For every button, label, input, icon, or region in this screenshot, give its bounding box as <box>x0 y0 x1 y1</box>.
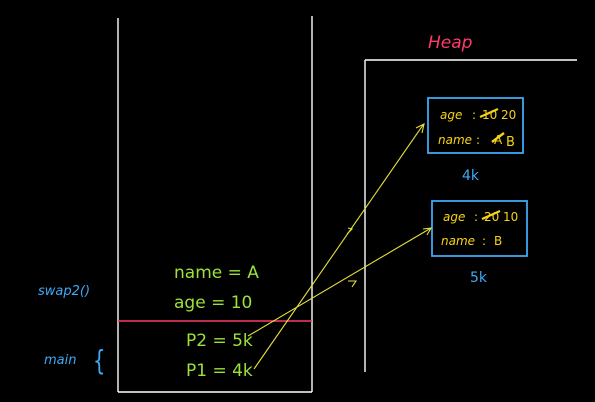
pointer-p2-arrow-head <box>422 227 433 236</box>
pointer-p2-arrow <box>247 227 432 337</box>
field-sep: : <box>476 133 480 147</box>
heap-title: Heap <box>428 33 473 53</box>
field-key: name <box>438 133 472 147</box>
stack-entry: name = A <box>174 263 259 283</box>
stack-entry: P1 = 4k <box>186 361 253 381</box>
pointer-p2-arrow-mid-head <box>348 280 358 288</box>
heap-region: Heap <box>364 33 577 372</box>
stack-region <box>117 16 313 393</box>
strike-mark <box>491 132 505 143</box>
pointer-arrows <box>247 122 433 370</box>
field-sep: : <box>482 234 486 248</box>
field-new-value: 20 <box>501 108 516 122</box>
stack-frame-main: main { P2 = 5k P1 = 4k <box>44 331 253 381</box>
stack-frame-swap2: swap2() name = A age = 10 <box>38 263 259 313</box>
pointer-p1-arrow-mid-head <box>346 227 354 235</box>
field-new-value: B <box>494 234 502 248</box>
strike-mark <box>479 107 499 119</box>
heap-object-box <box>431 200 528 257</box>
heap-object-address: 4k <box>462 168 480 184</box>
stack-entry: P2 = 5k <box>186 331 253 351</box>
field-new-value: B <box>506 135 515 150</box>
heap-object-5k: age : 20 10 name : B 5k <box>431 200 528 286</box>
heap-object-address: 5k <box>470 270 488 286</box>
field-sep: : <box>474 210 478 224</box>
field-old-value: A <box>494 133 503 147</box>
field-key: age <box>440 108 462 122</box>
field-key: age <box>443 210 465 224</box>
frame-brace: { <box>93 345 105 377</box>
frame-label: main <box>44 353 76 368</box>
field-sep: : <box>472 108 476 122</box>
frame-label: swap2() <box>38 284 90 299</box>
field-new-value: 10 <box>503 210 518 224</box>
field-key: name <box>441 234 475 248</box>
pointer-p1-arrow <box>253 124 424 370</box>
heap-object-box <box>427 97 524 154</box>
stack-entry: age = 10 <box>174 293 252 313</box>
strike-mark <box>481 209 501 221</box>
pointer-p1-arrow-head <box>415 122 425 134</box>
heap-object-4k: age : 10 20 name : A B 4k <box>427 97 524 184</box>
